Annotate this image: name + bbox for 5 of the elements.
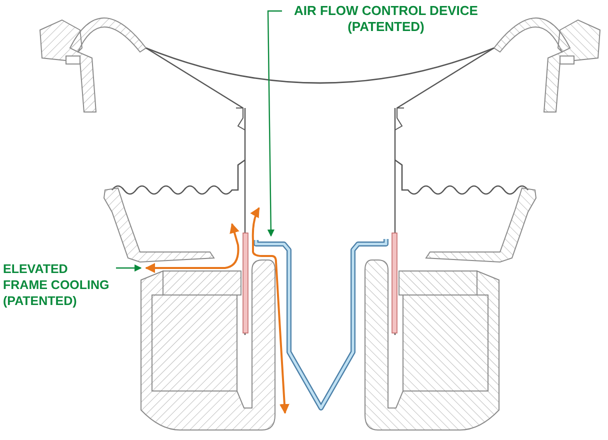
leader-arrow (116, 264, 142, 272)
leader-arrow (267, 10, 282, 237)
callout-label: AIR FLOW CONTROL DEVICE (PATENTED) (280, 3, 492, 35)
air-flow-control-device (254, 239, 388, 410)
callout-label: ELEVATED FRAME COOLING (PATENTED) (3, 261, 115, 309)
